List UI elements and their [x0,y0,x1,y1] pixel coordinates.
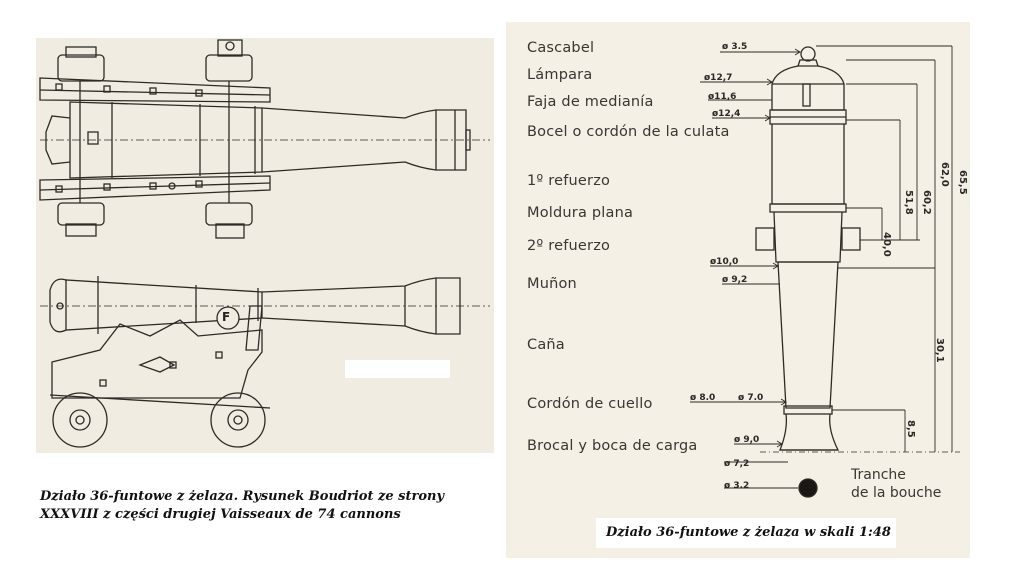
right-drawing-background [506,22,970,558]
label-moldura-plana: Moldura plana [527,205,634,221]
len-total: 65,5 [957,170,968,195]
dim-bore: ø 3.2 [724,481,750,491]
right-caption: Działo 36-funtowe z żelaza w skali 1:48 [606,525,891,540]
dim-brocal: ø 9,0 [734,435,760,445]
diameter-leaders [690,48,801,489]
label-primer-refuerzo: 1º refuerzo [527,173,611,189]
dim-munon-1: ø10,0 [710,257,739,267]
dim-cordon-a: ø 8.0 [690,393,716,403]
left-caption: Działo 36-funtowe z żelaza. Rysunek Boud… [40,488,444,524]
label-bocel: Bocel o cordón de la culata [527,124,730,140]
left-caption-line1: Działo 36-funtowe z żelaza. Rysunek Boud… [40,489,445,504]
dim-lampara: ø12,7 [704,73,733,83]
dim-cascabel: ø 3.5 [722,42,748,52]
dim-faja: ø11,6 [708,92,737,102]
dim-munon-2: ø 9,2 [722,275,748,285]
label-cascabel: Cascabel [527,40,595,56]
len-l6: 30,1 [934,338,945,363]
dim-bocel: ø12,4 [712,109,741,119]
len-l7: 8,5 [905,420,916,438]
len-l5: 40,0 [881,232,892,257]
len-l2: 62,0 [939,162,950,187]
top-view [39,39,490,239]
tranche-line2: de la bouche [851,485,942,501]
carriage-badge-letter: F [222,310,231,324]
len-l3: 60,2 [921,190,932,215]
label-brocal: Brocal y boca de carga [527,438,698,454]
label-faja-de-mediania: Faja de medianía [527,94,654,110]
label-cana: Caña [527,337,565,353]
label-cordon-de-cuello: Cordón de cuello [527,396,653,412]
label-lampara: Lámpara [527,67,593,83]
len-l4: 51,8 [903,190,914,215]
dim-cordon-b: ø 7.0 [738,393,764,403]
left-caption-line2: XXXVIII z części drugiej Vaisseaux de 74… [40,507,401,522]
label-munon: Muñon [527,276,577,292]
white-patch [345,360,450,378]
length-lines [816,45,953,452]
tranche-label: Tranche de la bouche [851,466,941,502]
side-view [40,276,490,448]
right-caption-background [596,518,896,548]
dim-boca: ø 7,2 [724,459,750,469]
tranche-line1: Tranche [851,467,906,483]
label-segundo-refuerzo: 2º refuerzo [527,238,611,254]
